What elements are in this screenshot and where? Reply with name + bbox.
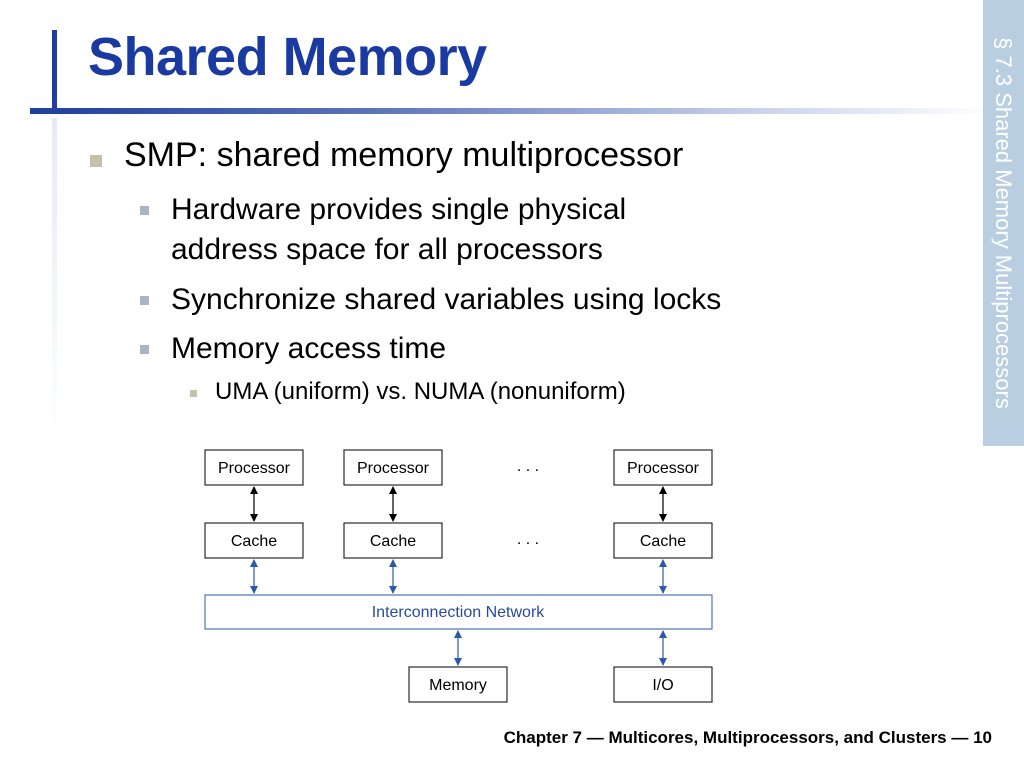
cache-box: Cache: [343, 522, 443, 559]
processor-box: Processor: [613, 449, 713, 486]
bullet-text: Memory access time: [171, 332, 447, 365]
cache-box: Cache: [613, 522, 713, 559]
bullet-level2: Synchronize shared variables using locks: [140, 280, 721, 320]
cache-label: Cache: [370, 533, 416, 550]
section-side-tab: [983, 0, 1024, 446]
processor-ellipsis: . . .: [517, 458, 539, 475]
bullet-square-icon: [140, 296, 149, 305]
interconnection-network-box: Interconnection Network: [204, 594, 713, 630]
slide-footer: Chapter 7 — Multicores, Multiprocessors,…: [503, 728, 992, 747]
io-label: I/O: [652, 677, 673, 694]
bullet-text: UMA (uniform) vs. NUMA (nonuniform): [215, 378, 626, 405]
bullet-square-icon: [190, 390, 197, 397]
processor-label: Processor: [218, 460, 291, 477]
bullet-square-icon: [140, 206, 149, 215]
cache-label: Cache: [231, 533, 277, 550]
processor-box: Processor: [343, 449, 443, 486]
processor-label: Processor: [357, 460, 430, 477]
bullet-text: Synchronize shared variables using locks: [171, 283, 722, 316]
bullet-level1: SMP: shared memory multiprocessor: [90, 136, 683, 175]
io-box: I/O: [613, 666, 713, 703]
memory-label: Memory: [429, 677, 487, 694]
bullet-level3: UMA (uniform) vs. NUMA (nonuniform): [190, 378, 626, 406]
section-side-tab-label: § 7.3 Shared Memory Multiprocessors: [991, 37, 1016, 409]
bullet-level2: Memory access time: [140, 329, 446, 369]
cache-ellipsis: . . .: [517, 531, 539, 548]
bullet-text: SMP: shared memory multiprocessor: [124, 136, 684, 174]
bullet-text: Hardware provides single physical addres…: [171, 193, 627, 266]
smp-architecture-diagram: Processor Processor . . . Processor Cach…: [204, 449, 713, 703]
interconnection-network-label: Interconnection Network: [372, 604, 546, 621]
memory-box: Memory: [408, 666, 508, 703]
processor-box: Processor: [204, 449, 304, 486]
bullet-square-icon: [140, 345, 149, 354]
title-accent-bar: [52, 30, 57, 110]
cache-label: Cache: [640, 533, 686, 550]
title-underline: [30, 108, 990, 114]
bullet-level2: Hardware provides single physical addres…: [140, 190, 700, 270]
left-accent-fade: [52, 118, 57, 448]
cache-box: Cache: [204, 522, 304, 559]
bullet-square-icon: [90, 155, 102, 167]
slide-title: Shared Memory: [88, 27, 487, 87]
processor-label: Processor: [627, 460, 700, 477]
